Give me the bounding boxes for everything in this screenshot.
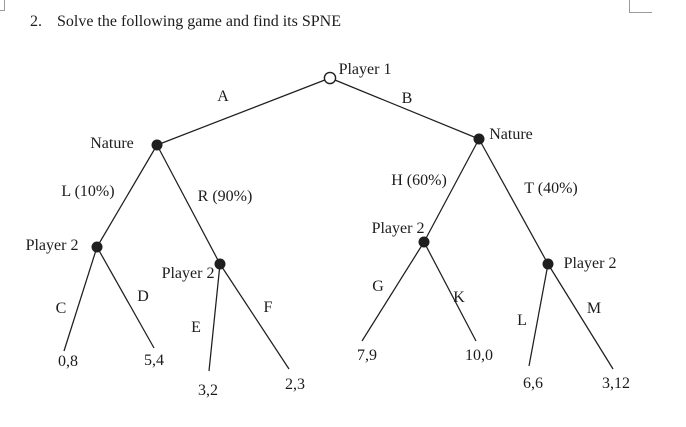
edge-L10 xyxy=(96,144,158,248)
edge-R90 xyxy=(156,144,221,265)
edge-E xyxy=(208,263,221,372)
label-nature-left: Nature xyxy=(90,135,134,153)
payoff-K: 10,0 xyxy=(465,347,493,365)
node-player2-lm-filled-circle xyxy=(542,258,554,270)
action-D: D xyxy=(137,288,149,306)
edge-G xyxy=(361,241,425,342)
action-H-prob: H (60%) xyxy=(391,172,447,190)
node-nature-right-filled-circle xyxy=(473,133,485,145)
edge-L2 xyxy=(528,263,549,367)
crop-corner-mark-left xyxy=(0,0,5,11)
action-F: F xyxy=(263,299,273,317)
action-A: A xyxy=(217,88,229,106)
payoff-G: 7,9 xyxy=(357,347,377,365)
action-L2: L xyxy=(517,312,527,330)
node-player1-root-open-circle xyxy=(323,71,337,85)
label-player-2-lm: Player 2 xyxy=(563,255,617,273)
label-player-2-gk: Player 2 xyxy=(371,220,425,238)
edge-M xyxy=(547,263,614,370)
label-player-2-cd: Player 2 xyxy=(25,237,79,255)
edge-T40 xyxy=(478,138,549,265)
action-M: M xyxy=(586,300,602,318)
edge-H60 xyxy=(423,138,480,243)
action-R-prob: R (90%) xyxy=(197,188,253,206)
problem-text: Solve the following game and find its SP… xyxy=(57,13,341,30)
label-player-2-ef: Player 2 xyxy=(161,265,215,283)
action-L-prob: L (10%) xyxy=(61,183,115,201)
item-number: 2. xyxy=(30,13,42,30)
edge-D xyxy=(96,246,155,349)
edge-K xyxy=(423,241,477,342)
edge-F xyxy=(219,263,290,370)
node-player2-ef-filled-circle xyxy=(214,258,226,270)
node-player2-gk-filled-circle xyxy=(418,236,430,248)
problem-statement: 2. Solve the following game and find its … xyxy=(30,13,341,31)
action-C: C xyxy=(55,300,67,318)
edge-A xyxy=(156,77,331,146)
payoff-E: 3,2 xyxy=(198,382,218,400)
action-B: B xyxy=(401,90,413,108)
payoff-L: 6,6 xyxy=(523,375,543,393)
payoff-D: 5,4 xyxy=(144,352,164,370)
action-G: G xyxy=(372,278,384,296)
crop-corner-mark-right xyxy=(629,0,652,13)
payoff-C: 0,8 xyxy=(58,353,78,371)
action-E: E xyxy=(191,319,201,337)
label-nature-right: Nature xyxy=(489,126,533,144)
action-K: K xyxy=(453,289,465,307)
payoff-M: 3,12 xyxy=(602,375,630,393)
edge-B xyxy=(329,77,480,140)
action-T-prob: T (40%) xyxy=(524,180,578,198)
label-player-1: Player 1 xyxy=(338,61,392,79)
edge-C xyxy=(63,246,98,352)
node-player2-cd-filled-circle xyxy=(91,241,103,253)
node-nature-left-filled-circle xyxy=(151,139,163,151)
payoff-F: 2,3 xyxy=(285,376,305,394)
